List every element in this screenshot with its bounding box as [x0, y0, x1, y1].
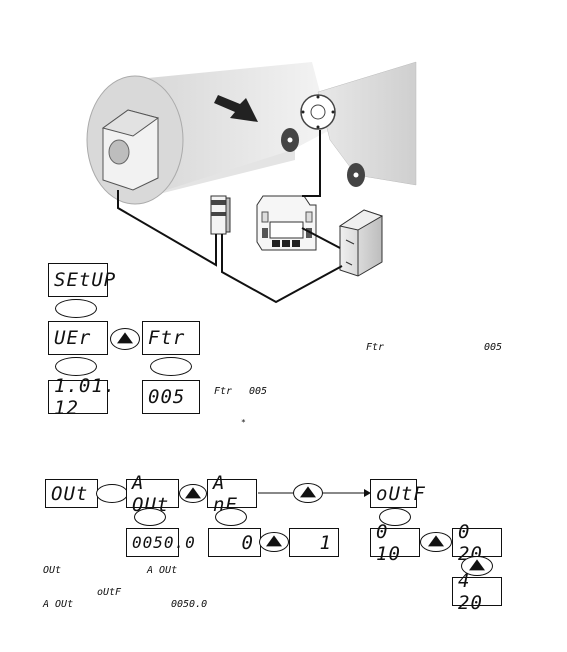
a-ne-display: A nE	[207, 479, 257, 508]
outf-display: oUtF	[370, 479, 417, 508]
note-ftr: Ftr	[366, 342, 384, 353]
outf-020-display: 0 20	[452, 528, 502, 557]
sensor-face	[109, 140, 129, 164]
bottom-note-a-out-2: A OUt	[43, 599, 73, 610]
enter-button-a-ne[interactable]	[215, 508, 247, 526]
note-005: 005	[484, 342, 502, 353]
ftr-display: Ftr	[142, 321, 200, 355]
controller-module	[257, 196, 316, 250]
up-button-outf[interactable]	[420, 532, 452, 552]
bottom-note-a-out: A OUt	[147, 565, 177, 576]
up-button-a-ne[interactable]	[293, 483, 323, 503]
ftr-value-display: 005	[142, 380, 200, 414]
enter-button[interactable]	[55, 299, 97, 318]
power-supply	[211, 196, 230, 234]
bottom-note-outf: oUtF	[97, 587, 121, 598]
enter-button-out[interactable]	[96, 484, 128, 503]
note-star: *	[241, 418, 246, 427]
note-005-2: 005	[249, 386, 267, 397]
bottom-note-out: OUt	[43, 565, 61, 576]
enter-button-ver[interactable]	[55, 357, 97, 376]
up-button-ane-select[interactable]	[259, 532, 289, 552]
ane-one-display: 1	[289, 528, 339, 557]
ane-zero-display: 0	[208, 528, 261, 557]
enter-button-a-out[interactable]	[134, 508, 166, 526]
version-display: 1.01. 12	[48, 380, 108, 414]
computer-cabinet	[340, 210, 382, 276]
setup-display: SEtUP	[48, 263, 108, 297]
outf-420-display: 4 20	[452, 577, 502, 606]
bottom-note-value: 0050.0	[171, 599, 207, 610]
outf-010-display: 0 10	[370, 528, 420, 557]
web-material-right	[318, 62, 416, 185]
note-ftr-2: Ftr	[214, 386, 232, 397]
up-button-a-out[interactable]	[179, 484, 207, 503]
ver-display: UEr	[48, 321, 108, 355]
enter-button-ftr[interactable]	[150, 357, 192, 376]
out-display: OUt	[45, 479, 98, 508]
a-out-display: A OUt	[126, 479, 179, 508]
a-out-value-display: 0050.0	[126, 528, 179, 557]
up-button[interactable]	[110, 328, 140, 350]
